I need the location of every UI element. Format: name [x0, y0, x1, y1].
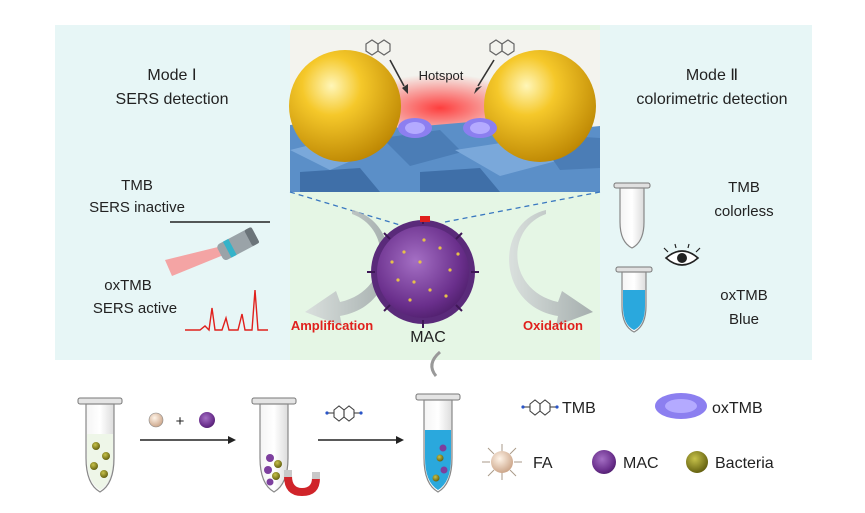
legend-mac-label: MAC	[623, 455, 659, 472]
mode2-tmb-state: colorless	[714, 203, 773, 220]
magnet-icon	[284, 470, 320, 496]
mode1-oxtmb-state: SERS active	[93, 300, 177, 317]
oxidation-label: Oxidation	[523, 318, 583, 333]
mode1-tmb-state: SERS inactive	[89, 199, 185, 216]
mode2-subtitle: colorimetric detection	[636, 91, 787, 108]
workflow-tube-1	[77, 397, 123, 493]
legend: TMB oxTMB FA MAC Bacteria	[482, 393, 774, 480]
oxtmb-molecule-right	[463, 118, 497, 138]
legend-oxtmb-label: oxTMB	[712, 400, 763, 417]
workflow-tube-3	[415, 393, 461, 493]
workflow-tube-2	[251, 397, 297, 493]
legend-fa-label: FA	[533, 455, 553, 472]
hotspot-pointer-left	[389, 59, 405, 87]
oxtmb-molecule-left	[398, 118, 432, 138]
tube-blue	[615, 266, 653, 333]
legend-oxtmb-icon	[655, 393, 707, 419]
amplification-label: Amplification	[291, 318, 373, 333]
mode1-title: Mode Ⅰ	[147, 67, 196, 84]
hotspot-inset: Hotspot	[289, 30, 600, 192]
fa-particle-workflow	[148, 412, 164, 428]
eye-icon	[663, 243, 701, 266]
oxidation-arrow	[509, 210, 593, 326]
mode1-oxtmb-label: oxTMB	[104, 277, 152, 294]
tmb-molecule-top-right	[489, 39, 515, 56]
sers-spectrum	[185, 289, 268, 332]
hotspot-pointer-right	[477, 59, 495, 87]
mac-particle	[367, 216, 479, 328]
legend-mac-icon	[592, 450, 616, 474]
mode2-oxtmb-state: Blue	[729, 311, 759, 328]
plus-sign: +	[176, 413, 185, 430]
mode1-panel	[55, 25, 290, 360]
tmb-molecule-top-left	[365, 39, 391, 56]
mode2-tmb-label: TMB	[728, 179, 760, 196]
mode1-tmb-label: TMB	[121, 177, 153, 194]
return-arrow	[430, 350, 442, 377]
laser-probe-icon	[165, 227, 259, 276]
mac-particle-workflow	[199, 412, 215, 428]
legend-fa-icon	[482, 444, 522, 480]
gold-nanoparticle-left	[289, 50, 401, 162]
mode2-title: Mode Ⅱ	[686, 67, 738, 84]
hotspot-label: Hotspot	[419, 68, 464, 83]
legend-tmb-label: TMB	[562, 400, 596, 417]
tube-colorless	[613, 182, 651, 249]
amplification-arrow	[305, 210, 389, 326]
legend-bacteria-label: Bacteria	[715, 455, 774, 472]
mode1-subtitle: SERS detection	[116, 91, 229, 108]
legend-bacteria-icon	[686, 451, 708, 473]
tmb-molecule-workflow	[325, 405, 363, 422]
mode2-oxtmb-label: oxTMB	[720, 287, 768, 304]
zoom-line-left	[289, 191, 401, 226]
mac-label: MAC	[410, 329, 446, 346]
legend-tmb-icon	[521, 399, 559, 416]
gold-nanoparticle-right	[484, 50, 596, 162]
